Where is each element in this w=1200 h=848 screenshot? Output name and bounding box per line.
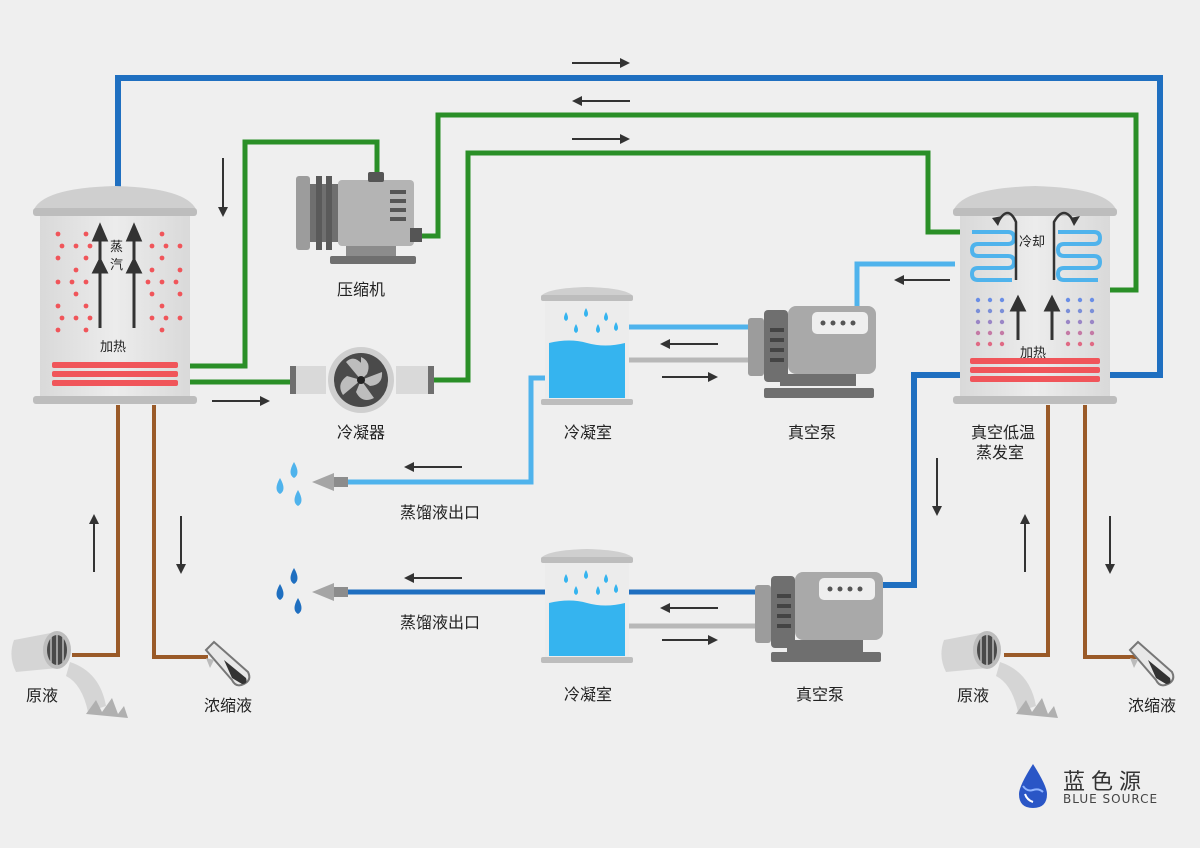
pipe-blue-top (115, 75, 1163, 378)
brand-name-en: BLUE SOURCE (1063, 792, 1159, 806)
pipe-lightblue-1 (854, 261, 955, 308)
vacuum-pump-top-label: 真空泵 (787, 423, 837, 442)
heating-label-left: 加热 (100, 340, 127, 355)
distillate-outlet-bottom-label: 蒸馏液出口 (399, 613, 481, 632)
condenser-fan-icon (290, 347, 434, 413)
concentrate-left-label: 浓缩液 (203, 696, 253, 715)
condenser-label: 冷凝器 (336, 423, 386, 442)
valve-icon (312, 473, 348, 491)
compressor-label: 压缩机 (336, 280, 386, 299)
pipe-brown-raw-left (72, 405, 120, 657)
condensing-chamber-icon (541, 549, 633, 663)
evaporator-label-line2: 蒸发室 (975, 443, 1025, 462)
compressor-icon (296, 172, 422, 264)
raw-liquid-inlet-icon (11, 631, 128, 718)
brand-name-cn: 蓝色源 (1063, 770, 1148, 795)
flow-arrows (89, 58, 1115, 645)
pipe-brown-conc-right (1083, 405, 1140, 659)
pipe-brown-raw-right (1004, 405, 1050, 657)
test-tube-icon (204, 640, 251, 687)
steam-label-1: 蒸 (110, 240, 124, 255)
pipe-green-4 (432, 150, 970, 383)
vacuum-pump-icon (748, 306, 876, 398)
pipe-brown-conc-left (152, 405, 208, 659)
test-tube-icon (1128, 640, 1175, 687)
vacuum-pump-bottom-label: 真空泵 (795, 685, 845, 704)
pipe-green-2 (420, 112, 1139, 293)
concentrate-right-label: 浓缩液 (1127, 696, 1177, 715)
pipe-blue-pump (883, 372, 968, 588)
pipe-lightblue-3 (348, 375, 545, 485)
vacuum-pump-icon (755, 572, 883, 662)
pipe-green-1 (178, 139, 380, 369)
pipes (72, 75, 1163, 659)
heating-tank-icon (33, 186, 197, 404)
condensing-room-top-label: 冷凝室 (563, 423, 613, 442)
evaporator-label-line1: 真空低温 (970, 423, 1036, 442)
raw-liquid-left-label: 原液 (25, 686, 59, 705)
distillate-outlet-top-label: 蒸馏液出口 (399, 503, 481, 522)
water-drop-icon (276, 462, 302, 506)
valve-icon (312, 583, 348, 601)
condensing-chamber-icon (541, 287, 633, 405)
heating-label-right: 加热 (1020, 346, 1047, 361)
water-drop-icon (276, 568, 302, 614)
condensing-room-bottom-label: 冷凝室 (563, 685, 613, 704)
evaporator-tank-icon (953, 186, 1117, 404)
brand-drop-icon (1019, 764, 1047, 808)
cooling-label: 冷却 (1019, 235, 1046, 250)
raw-liquid-inlet-icon (941, 631, 1058, 718)
steam-label-2: 汽 (110, 258, 124, 273)
raw-liquid-right-label: 原液 (956, 686, 990, 705)
